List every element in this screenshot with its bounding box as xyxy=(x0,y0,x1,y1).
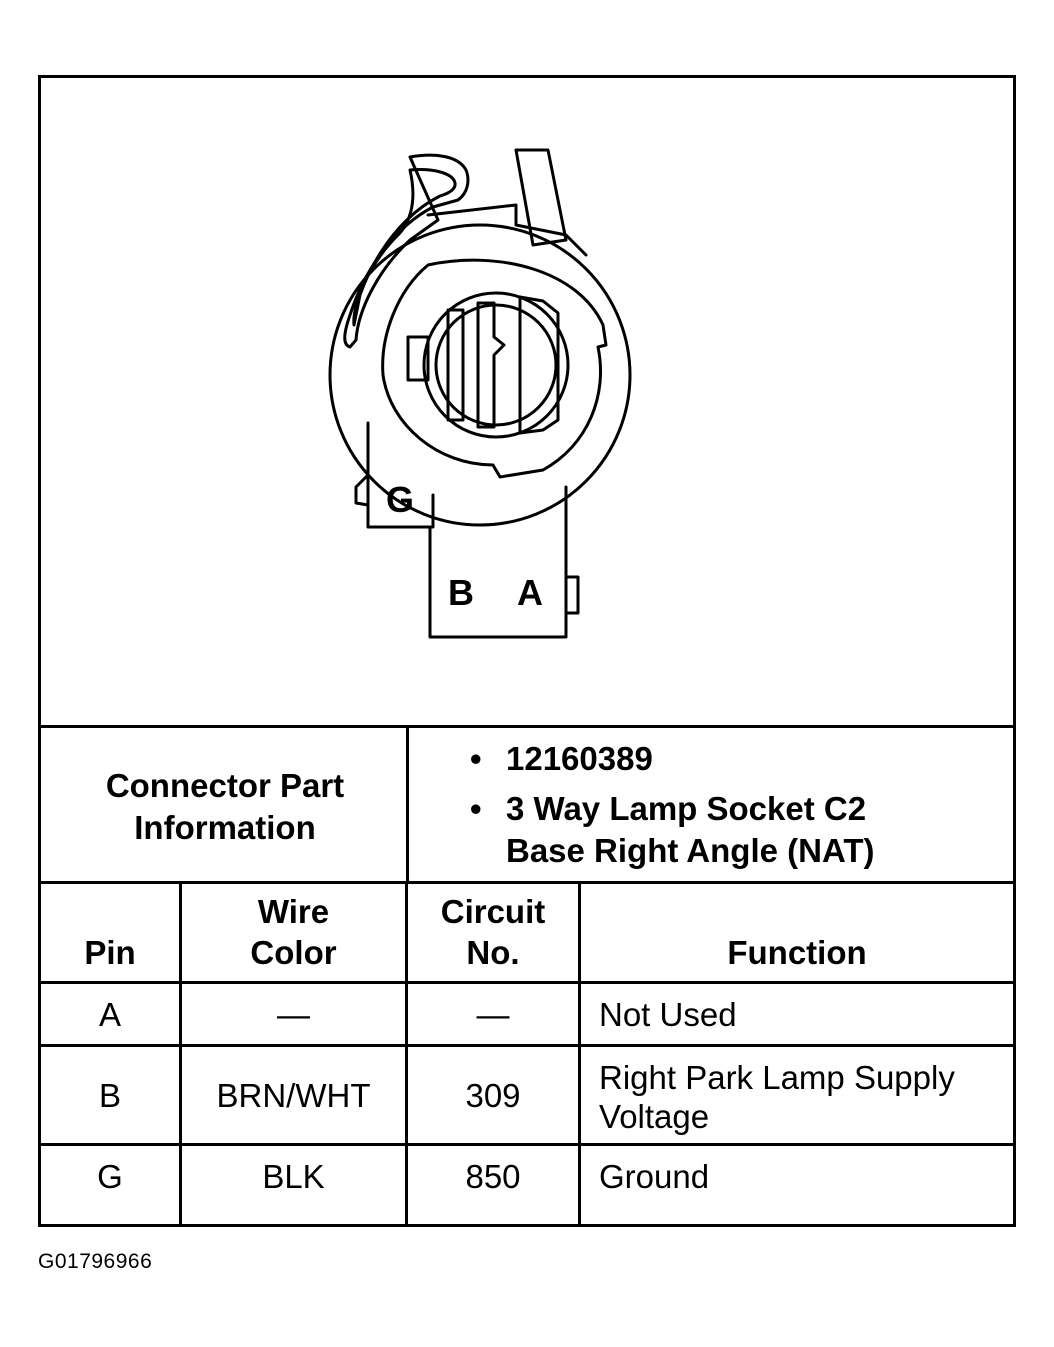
table-row-b-circuit: 309 xyxy=(465,1077,521,1114)
terminal-right xyxy=(518,295,560,435)
terminal-left xyxy=(446,308,465,422)
table-row-a-wire-color: — xyxy=(277,996,310,1033)
connector-part-info-line2: Information xyxy=(134,808,316,846)
document-id: G01796966 xyxy=(38,1250,153,1273)
table-row-g-pin: G xyxy=(97,1158,123,1195)
bulb-bore-inner xyxy=(434,303,558,427)
table-row-a-pin: A xyxy=(98,996,121,1033)
table-row-b-pin: B xyxy=(98,1077,121,1114)
divider-diagram xyxy=(38,725,1016,728)
description-line1: 3 Way Lamp Socket C2 xyxy=(506,790,867,827)
divider-info xyxy=(38,881,1016,884)
top-tab xyxy=(514,148,568,247)
bullet-icon: • xyxy=(470,790,482,827)
divider-info-col xyxy=(406,725,409,884)
divider-col-2 xyxy=(405,881,408,1227)
table-row-g-wire-color: BLK xyxy=(262,1158,325,1195)
description-item: • 3 Way Lamp Socket C2 Base Right Angle … xyxy=(470,788,1010,872)
outer-frame xyxy=(38,75,1016,1227)
divider-header xyxy=(38,981,1016,984)
table-row-g-circuit: 850 xyxy=(465,1158,521,1195)
terminal-center xyxy=(476,301,506,429)
part-number: 12160389 xyxy=(506,740,653,777)
table-row-a-circuit: — xyxy=(476,996,510,1033)
socket-outer-ring xyxy=(328,223,632,527)
pin-label-b: B xyxy=(448,572,474,613)
table-row-b-function: Right Park Lamp Supply Voltage xyxy=(599,1059,955,1135)
divider-col-1 xyxy=(179,881,182,1227)
bayonet-notch-left xyxy=(406,335,430,382)
part-number-item: • 12160389 xyxy=(470,738,1010,780)
lamp-socket-connector-drawing: G B A xyxy=(328,148,632,639)
connector-part-info-line1: Connector Part xyxy=(105,766,345,804)
right-latch xyxy=(564,575,580,615)
connector-diagram-panel: G B A xyxy=(38,75,1016,727)
header-function: Function xyxy=(727,934,867,971)
divider-row-b xyxy=(38,1143,1016,1146)
divider-row-a xyxy=(38,1044,1016,1047)
header-pin: Pin xyxy=(84,934,136,971)
socket-inner-ring xyxy=(381,258,608,479)
bulb-bore xyxy=(422,291,570,439)
table-row-g-function: Ground xyxy=(599,1158,710,1195)
divider-col-3 xyxy=(578,881,581,1227)
connector-part-info-values: • 12160389 • 3 Way Lamp Socket C2 Base R… xyxy=(470,738,1010,878)
main-pin-housing xyxy=(428,485,568,639)
clip-arm-inner xyxy=(352,168,457,327)
pin-label-a: A xyxy=(517,572,543,613)
header-circuit-no: Circuit No. xyxy=(440,893,546,971)
table-row-b-wire-color: BRN/WHT xyxy=(216,1077,371,1114)
side-latch xyxy=(354,473,370,507)
header-wire-color: Wire Color xyxy=(250,893,337,971)
table-row-a-function: Not Used xyxy=(599,996,737,1033)
socket-shroud xyxy=(426,203,588,257)
connector-part-info-label: Connector Part Information xyxy=(41,730,409,883)
bullet-icon: • xyxy=(470,740,482,777)
description-line2: Base Right Angle (NAT) xyxy=(506,832,875,869)
pin-label-g: G xyxy=(386,479,414,520)
